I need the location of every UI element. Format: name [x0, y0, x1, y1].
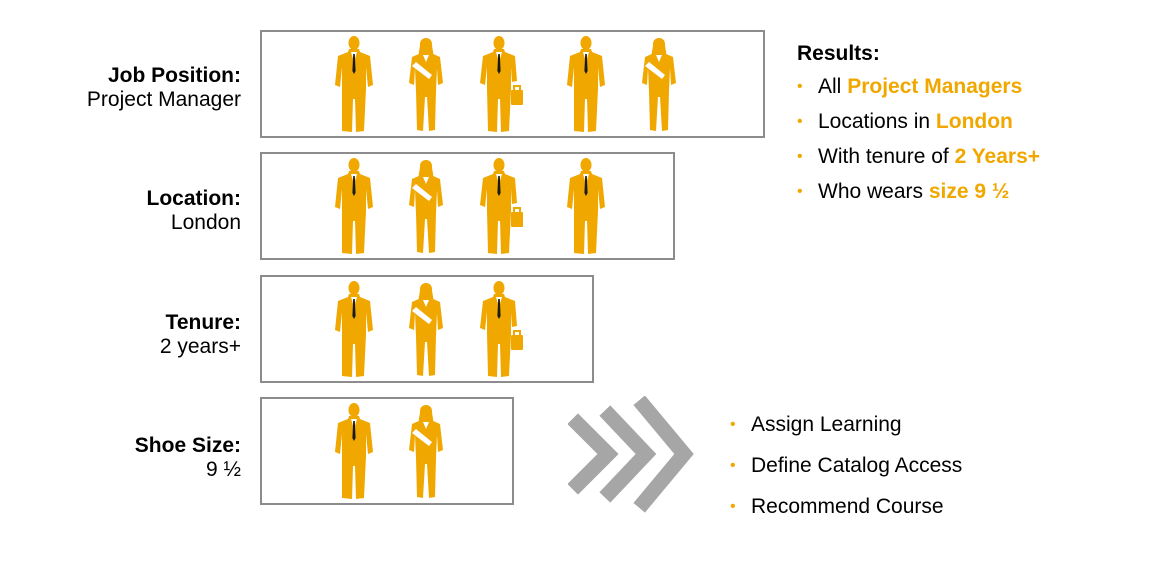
list-item: • Locations in London: [797, 110, 1040, 145]
filter-label: Job Position:: [108, 64, 241, 87]
result-prefix: All: [818, 75, 848, 98]
result-prefix: Who wears: [818, 180, 929, 203]
list-item: • Who wears size 9 ½: [797, 180, 1040, 215]
filter-label: Location:: [146, 187, 242, 210]
result-prefix: Locations in: [818, 110, 936, 133]
result-prefix: With tenure of: [818, 145, 955, 168]
list-item: • All Project Managers: [797, 75, 1040, 110]
businesswoman-silhouette-icon: [403, 157, 449, 255]
filter-label-job-position: Job Position: Project Manager: [87, 64, 241, 112]
businesswoman-silhouette-icon: [403, 35, 449, 133]
bullet-icon: •: [730, 457, 736, 474]
result-highlight: size 9 ½: [928, 180, 1010, 203]
businesswoman-silhouette-icon: [403, 402, 449, 500]
result-highlight: London: [935, 110, 1013, 133]
businessman-with-briefcase-icon: [478, 157, 524, 255]
bullet-icon: •: [797, 113, 803, 130]
results-title: Results:: [797, 42, 880, 65]
triple-chevron-right-icon: [567, 395, 696, 514]
action-label: Assign Learning: [751, 413, 902, 436]
result-highlight: 2 Years+: [954, 145, 1041, 168]
filter-box-shoe-size: [260, 397, 514, 505]
businessman-silhouette-icon: [331, 280, 377, 378]
action-label: Recommend Course: [751, 495, 944, 518]
actions-list: •Assign Learning •Define Catalog Access …: [730, 413, 962, 536]
filter-value: 9 ½: [205, 458, 241, 481]
bullet-icon: •: [730, 416, 736, 433]
filter-label: Shoe Size:: [134, 434, 241, 457]
businesswoman-silhouette-icon: [403, 280, 449, 378]
filter-label-location: Location: London: [147, 187, 242, 235]
list-item: • With tenure of 2 Years+: [797, 145, 1040, 180]
list-item: • Recommend Course: [730, 495, 962, 536]
bullet-icon: •: [797, 183, 803, 200]
businesswoman-silhouette-icon: [636, 35, 682, 133]
bullet-icon: •: [797, 78, 803, 95]
filter-label-tenure: Tenure: 2 years+: [160, 311, 241, 359]
businessman-silhouette-icon: [331, 157, 377, 255]
bullet-icon: •: [797, 148, 803, 165]
businessman-silhouette-icon: [331, 402, 377, 500]
businessman-silhouette-icon: [563, 157, 609, 255]
businessman-with-briefcase-icon: [478, 280, 524, 378]
filter-value: London: [170, 211, 241, 234]
businessman-silhouette-icon: [331, 35, 377, 133]
filter-value: 2 years+: [159, 335, 241, 358]
result-highlight: Project Managers: [847, 75, 1023, 98]
filter-label: Tenure:: [165, 311, 241, 334]
businessman-silhouette-icon: [563, 35, 609, 133]
action-label: Define Catalog Access: [751, 454, 963, 477]
list-item: • Define Catalog Access: [730, 454, 962, 495]
filter-value: Project Manager: [86, 88, 241, 111]
bullet-icon: •: [730, 498, 736, 515]
filter-label-shoe-size: Shoe Size: 9 ½: [135, 434, 241, 482]
list-item: • Assign Learning: [730, 413, 962, 454]
results-list: • All Project Managers • Locations in Lond…: [797, 75, 1040, 215]
filter-box-location: [260, 152, 675, 260]
businessman-with-briefcase-icon: [478, 35, 524, 133]
